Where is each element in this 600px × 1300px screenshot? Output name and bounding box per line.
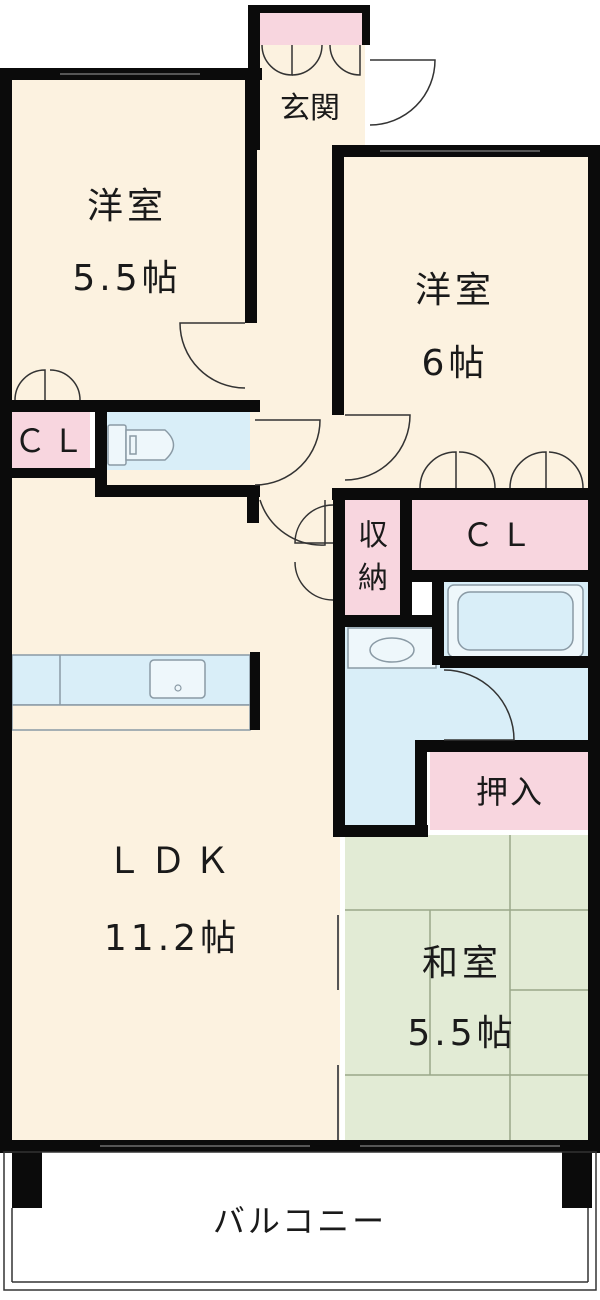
ldk-size: 11.2帖 — [104, 918, 240, 959]
doors — [14, 44, 584, 741]
oshiire-label: 押入 — [476, 773, 544, 811]
western-room-2-floor — [340, 150, 590, 495]
window-marks — [60, 73, 560, 1147]
entrance-floor — [255, 45, 365, 150]
tatami-lines — [345, 835, 590, 1145]
closet-right-floor — [410, 495, 590, 570]
oshiire-floor — [430, 750, 590, 830]
western-room-2-name: 洋室 — [415, 270, 495, 311]
closet-right-label: ＣＬ — [462, 516, 538, 554]
ldk-name: ＬＤＫ — [106, 841, 238, 882]
storage-floor — [345, 495, 400, 615]
japanese-room-size: 5.5帖 — [407, 1013, 516, 1054]
western-room-1-name: 洋室 — [87, 186, 167, 227]
washbasin — [347, 627, 437, 669]
balcony-label: バルコニー — [213, 1202, 387, 1240]
entrance-label: 玄関 — [280, 91, 340, 126]
kitchen-sink — [149, 659, 206, 699]
western-room-1-size: 5.5帖 — [72, 258, 181, 299]
storage-label-1: 収 — [358, 518, 388, 553]
western-room-1-floor — [10, 75, 250, 410]
western-room-2-size: 6帖 — [422, 343, 489, 384]
bathtub — [447, 584, 584, 658]
washroom-floor-lower — [345, 740, 425, 830]
toilet-fixture — [107, 424, 175, 466]
walls — [0, 5, 600, 1208]
closet-left-label: ＣＬ — [14, 422, 90, 460]
ldk-floor — [10, 470, 340, 1145]
hallway-floor — [250, 150, 340, 495]
shoe-cabinet — [255, 12, 365, 45]
kitchen-counter — [11, 652, 260, 731]
closet-left-floor — [10, 410, 90, 470]
japanese-room-name: 和室 — [422, 943, 502, 984]
balcony-outline — [3, 1151, 597, 1291]
storage-label-2: 納 — [358, 561, 388, 596]
